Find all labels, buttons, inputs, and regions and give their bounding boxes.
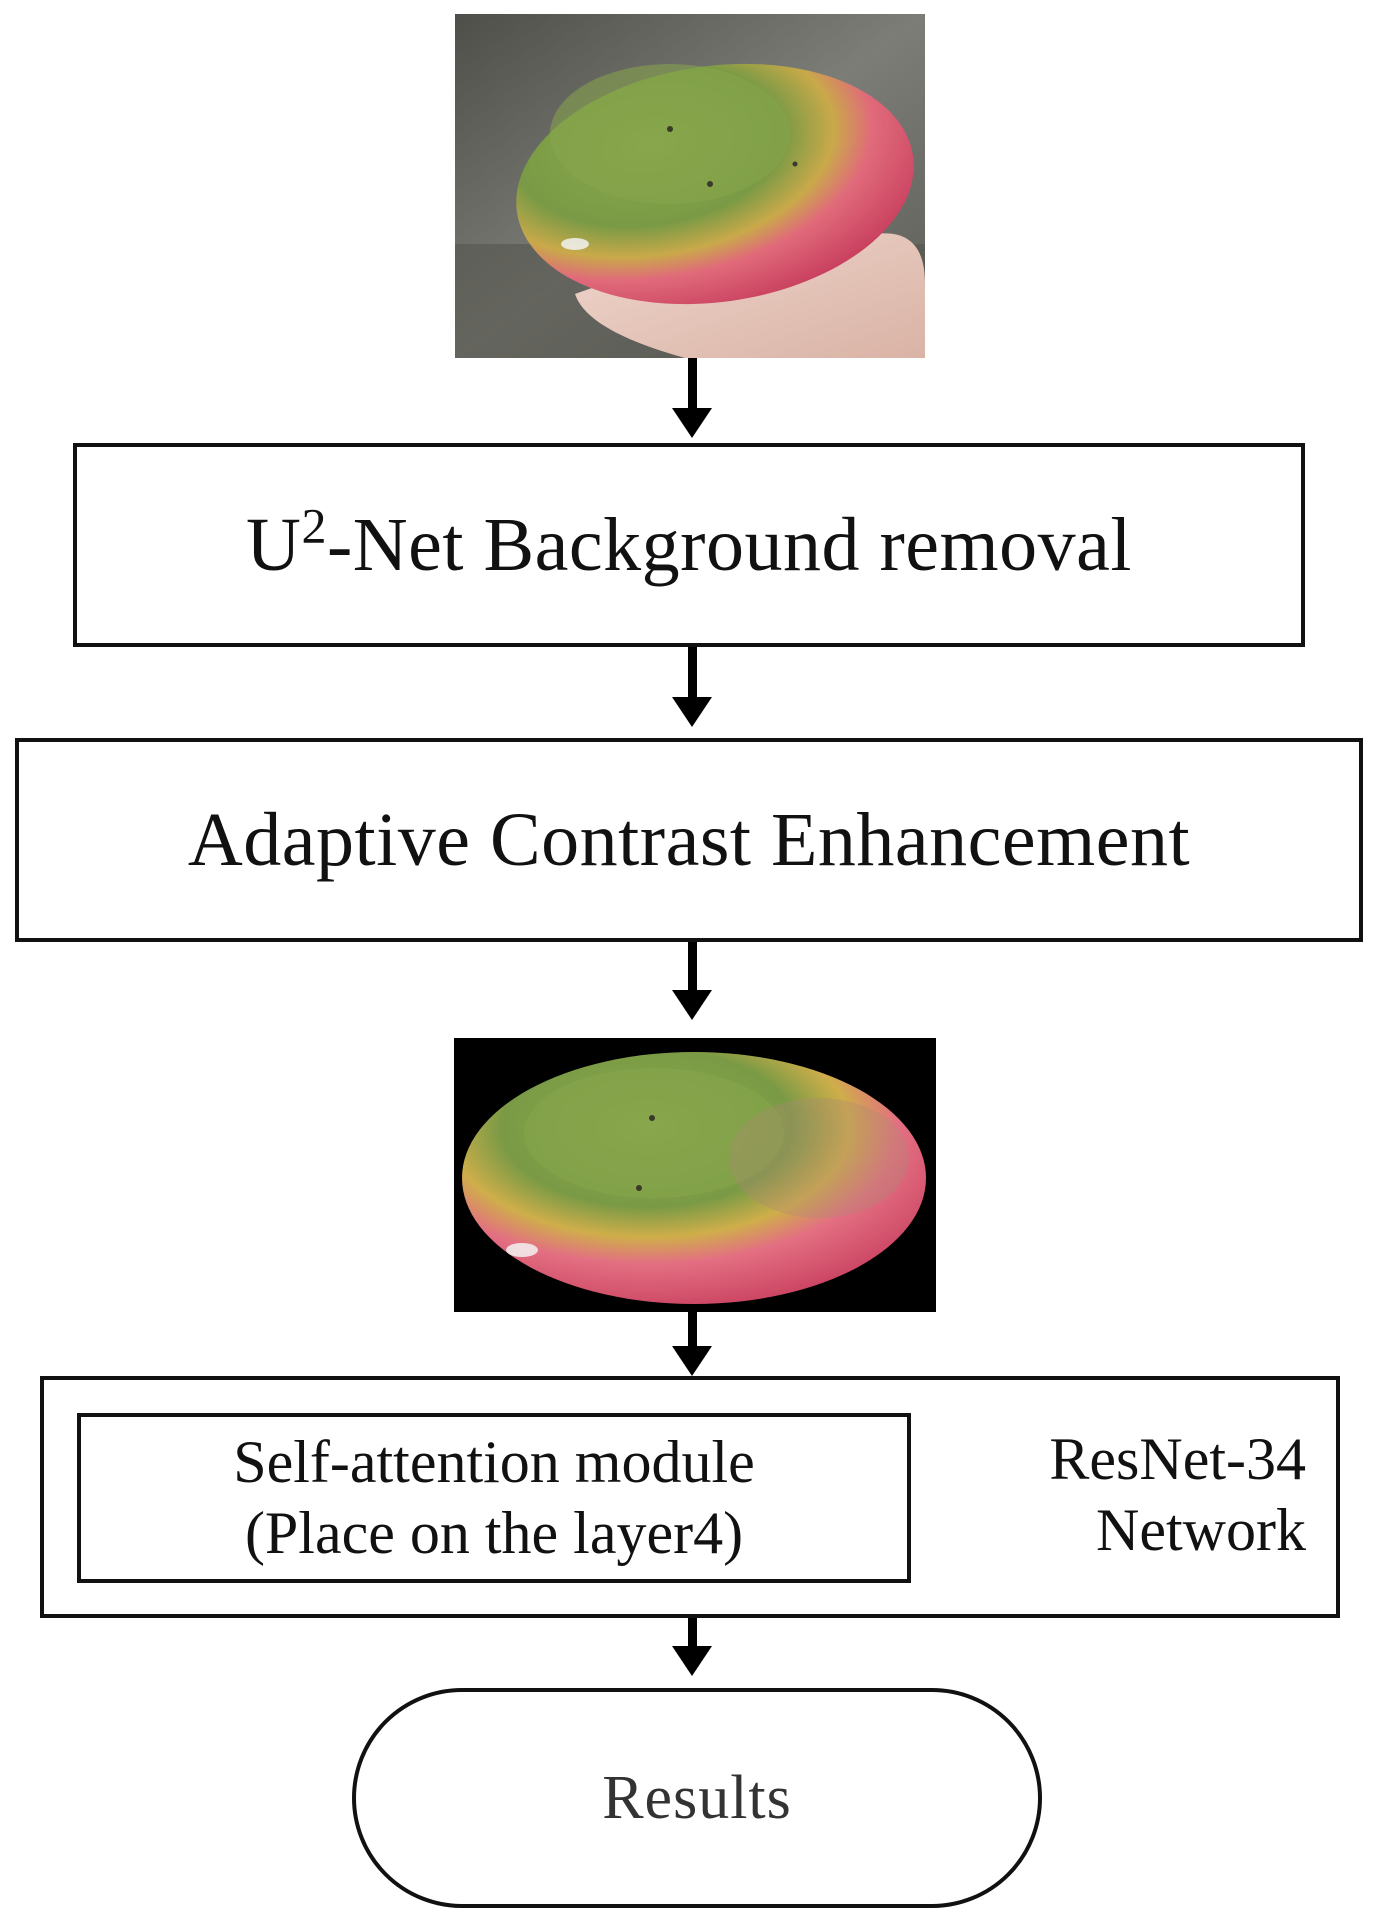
contrast-enhancement-label: Adaptive Contrast Enhancement	[187, 798, 1191, 882]
results-terminal: Results	[352, 1688, 1042, 1908]
input-mango-photo	[455, 14, 925, 358]
self-attention-line1: Self-attention module	[233, 1429, 755, 1496]
input-mango-image	[455, 14, 925, 358]
processed-mango-photo	[454, 1038, 936, 1312]
resnet-label: ResNet-34 Network	[930, 1424, 1306, 1566]
contrast-enhancement-box: Adaptive Contrast Enhancement	[15, 738, 1363, 942]
results-label: Results	[602, 1763, 792, 1832]
resnet-label-line1: ResNet-34	[1049, 1426, 1306, 1492]
self-attention-module-box: Self-attention module (Place on the laye…	[77, 1413, 911, 1583]
processed-mango-image	[454, 1038, 936, 1312]
background-removal-label: U2-Net Background removal	[246, 497, 1132, 587]
resnet-label-line2: Network	[1096, 1496, 1306, 1563]
self-attention-line2: (Place on the layer4)	[244, 1500, 744, 1566]
background-removal-box: U2-Net Background removal	[73, 443, 1305, 647]
